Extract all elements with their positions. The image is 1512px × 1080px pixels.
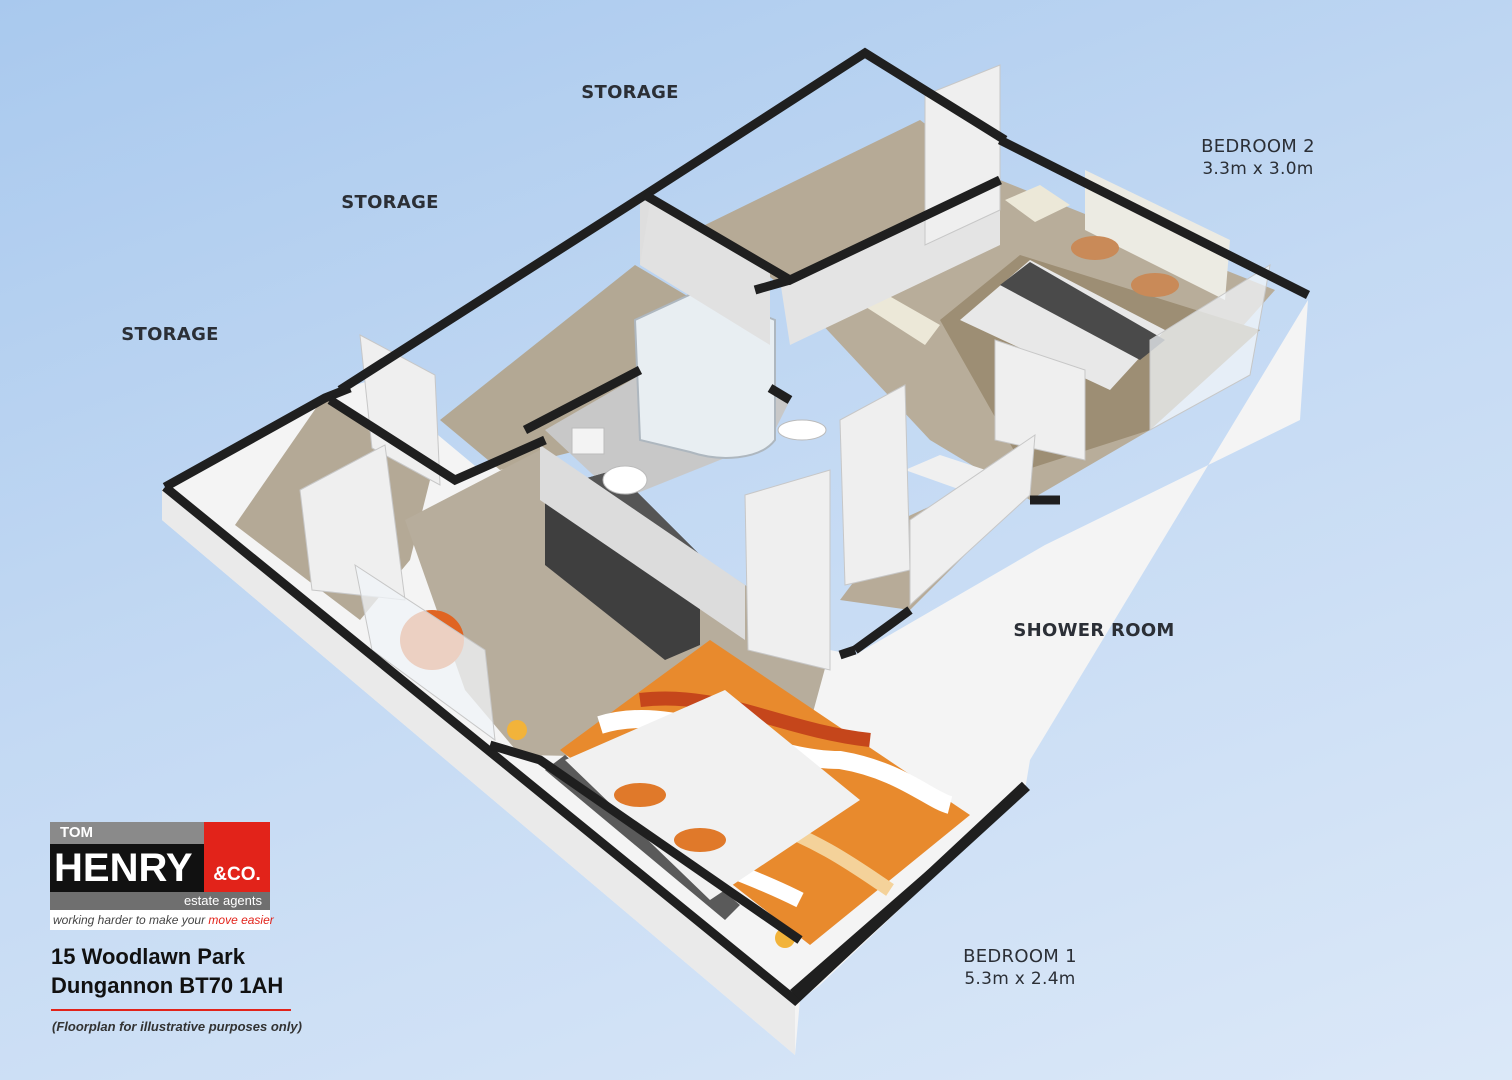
door: [924, 64, 1001, 246]
room-label-storage-middle: STORAGE: [320, 192, 460, 213]
outer-wall-top-bed2: [997, 135, 1311, 300]
partition-face: [540, 445, 745, 640]
inner-wall-top: [838, 645, 857, 660]
door: [909, 433, 1036, 607]
agency-logo: TOM HENRY &CO. estate agents working har…: [50, 822, 274, 930]
disclaimer: (Floorplan for illustrative purposes onl…: [52, 1019, 302, 1034]
bed-2-mattress: [960, 260, 1165, 390]
left-wall-face: [162, 488, 795, 1055]
nightstand: [1005, 185, 1070, 222]
logo-top-text: TOM: [50, 822, 204, 844]
room-label-shower-room: SHOWER ROOM: [1004, 620, 1184, 641]
room-label-bedroom-1: BEDROOM 1 5.3m x 2.4m: [940, 946, 1100, 989]
room-name: BEDROOM 2: [1201, 136, 1315, 157]
address-line-1: 15 Woodlawn Park: [51, 944, 245, 969]
lamp-1: [507, 720, 527, 740]
door: [839, 384, 911, 586]
inner-wall-top: [522, 366, 643, 434]
inner-wall-top: [327, 396, 547, 486]
room-dimensions: 3.3m x 3.0m: [1202, 159, 1314, 179]
logo-tagline: working harder to make your move easier: [50, 910, 274, 930]
door: [744, 469, 831, 671]
bed-1-pillow: [614, 783, 666, 807]
room-name: STORAGE: [341, 192, 439, 213]
room-label-bedroom-2: BEDROOM 2 3.3m x 3.0m: [1178, 136, 1338, 179]
address-line-2: Dungannon BT70 1AH: [51, 973, 284, 998]
sink: [777, 419, 827, 441]
room-name: STORAGE: [121, 324, 219, 345]
logo-subtitle: estate agents: [50, 892, 270, 910]
glass-door: [1149, 263, 1271, 431]
logo-main-text: HENRY: [50, 844, 204, 892]
inner-wall-top: [488, 740, 803, 944]
tagline-start: working harder to make your: [53, 913, 209, 927]
bed-2-pillow: [1131, 273, 1179, 297]
divider-line: [51, 1009, 291, 1011]
bed-1-mattress: [565, 690, 860, 900]
room-name: STORAGE: [581, 82, 679, 103]
shower-enclosure: [633, 288, 776, 459]
room-name: SHOWER ROOM: [1013, 620, 1175, 641]
inner-wall-top: [852, 606, 913, 654]
bed-2-throw: [1000, 262, 1165, 360]
room-dimensions: 5.3m x 2.4m: [964, 969, 1076, 989]
partition-face: [640, 190, 652, 265]
logo-red-block: &CO.: [204, 822, 270, 892]
inner-wall-top: [753, 275, 792, 295]
bed-2-pillow: [1071, 236, 1119, 260]
partition-face: [640, 195, 770, 345]
room-label-storage-top: STORAGE: [560, 82, 700, 103]
room-label-storage-left: STORAGE: [100, 324, 240, 345]
cistern: [571, 427, 605, 455]
inner-wall-top: [767, 384, 793, 404]
room-name: BEDROOM 1: [963, 946, 1077, 967]
tagline-highlight: move easier: [208, 913, 274, 927]
glass-door: [354, 563, 496, 742]
toilet: [602, 465, 648, 495]
door: [994, 339, 1086, 461]
logo-suffix: &CO.: [213, 864, 261, 885]
outer-wall-top-storage: [337, 47, 1008, 394]
bed-1-pillow: [674, 828, 726, 852]
bedroom-1-end-wall: [790, 785, 1030, 1000]
property-address: 15 Woodlawn Park Dungannon BT70 1AH: [51, 942, 283, 1000]
